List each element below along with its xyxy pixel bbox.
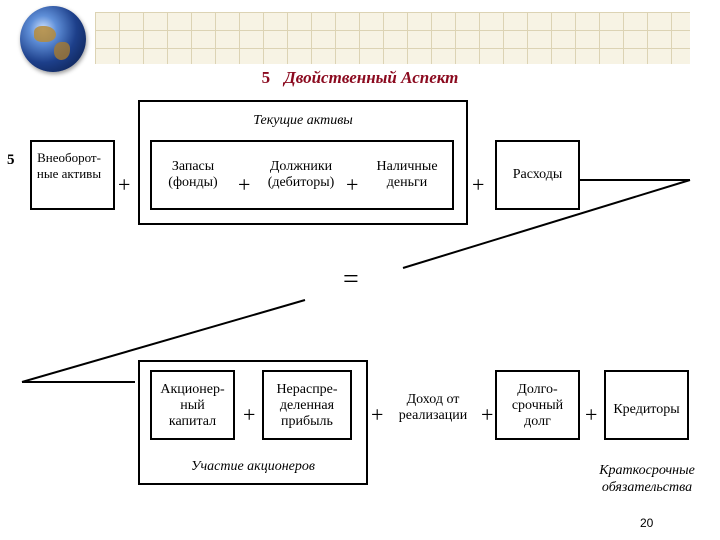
plus-sign: + [481, 402, 494, 427]
short-term-liabilities-label: Краткосрочные обязательства [599, 463, 695, 495]
plus-sign: + [243, 402, 256, 427]
share-capital-label: Акционер- ный капитал [160, 382, 225, 429]
share-capital-box [150, 370, 235, 440]
cash-label: Наличные деньги [376, 159, 438, 190]
current-assets-inner-box [150, 140, 454, 210]
fixed-assets-label: Внеоборот- ные активы [36, 150, 102, 181]
plus-sign: + [585, 402, 598, 427]
shareholder-equity-group [138, 360, 368, 485]
long-term-debt-label: Долго- срочный долг [511, 382, 564, 429]
globe-land [54, 42, 70, 60]
creditors-label: Кредиторы [613, 402, 680, 417]
creditors-box [604, 370, 689, 440]
slide-title-number: 5 [261, 68, 271, 87]
plus-sign: + [346, 172, 359, 197]
long-term-debt-box [495, 370, 580, 440]
fixed-assets-box [30, 140, 115, 210]
slide-title: 5 Двойственный Аспект [0, 68, 720, 88]
plus-sign: + [472, 172, 485, 197]
retained-profit-box [262, 370, 352, 440]
plus-sign: + [118, 172, 131, 197]
slide-title-text: Двойственный Аспект [284, 68, 459, 87]
shareholder-equity-label: Участие акционеров [191, 459, 315, 474]
expenses-label: Расходы [512, 167, 563, 182]
expenses-box [495, 140, 580, 210]
left-number: 5 [7, 152, 15, 168]
retained-profit-label: Нераспре- деленная прибыль [276, 382, 338, 429]
debtors-label: Должники (дебиторы) [267, 159, 335, 190]
globe-icon [20, 6, 86, 72]
inventory-label: Запасы (фонды) [168, 159, 218, 190]
current-assets-group [138, 100, 468, 225]
lower-diagonal-line [21, 299, 306, 383]
sales-income-label: Доход от реализации [398, 392, 468, 423]
plus-sign: + [238, 172, 251, 197]
globe-land [34, 26, 56, 42]
header-grid-band [95, 12, 690, 64]
page-number: 20 [640, 516, 654, 530]
plus-sign: + [371, 402, 384, 427]
upper-diagonal-line [402, 179, 691, 269]
equals-sign: = [343, 264, 359, 295]
current-assets-label: Текущие активы [253, 113, 353, 128]
